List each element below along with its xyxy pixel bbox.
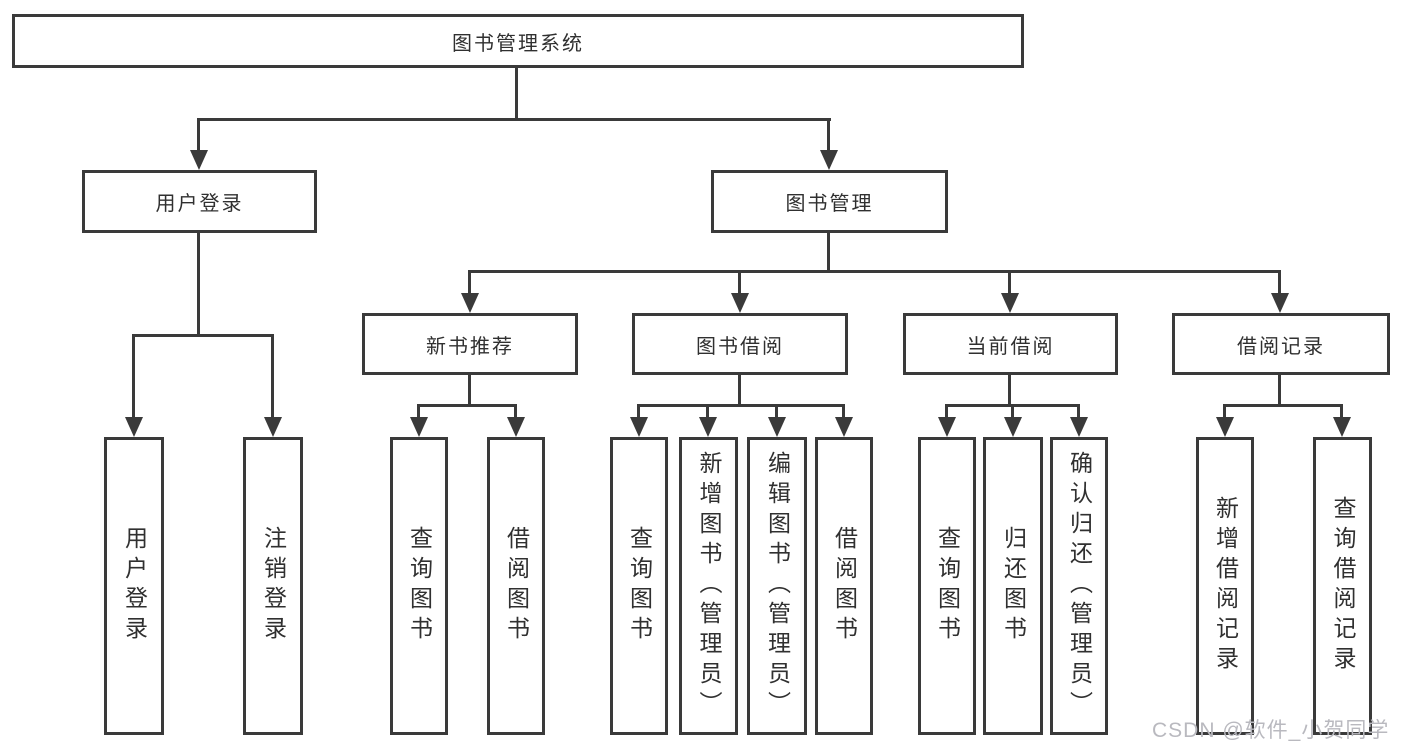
arrow-down-icon — [507, 417, 525, 437]
leaf-add-borrow-record: 新增借阅记录 — [1196, 437, 1254, 735]
node-book-management: 图书管理 — [711, 170, 948, 233]
connector-line — [197, 118, 200, 152]
connector-line — [197, 232, 200, 337]
csdn-watermark: CSDN @软件_小贺同学 — [1152, 719, 1390, 742]
connector-line — [514, 404, 517, 421]
node-user-login: 用户登录 — [82, 170, 317, 233]
leaf-return-books: 归还图书 — [983, 437, 1043, 735]
connector-line — [417, 404, 517, 407]
connector-line — [827, 118, 830, 152]
arrow-down-icon — [461, 293, 479, 313]
arrow-down-icon — [1004, 417, 1022, 437]
connector-line — [197, 118, 831, 121]
leaf-user-login: 用户登录 — [104, 437, 164, 735]
connector-line — [945, 404, 948, 421]
leaf-query-borrow-record: 查询借阅记录 — [1313, 437, 1372, 735]
connector-line — [132, 334, 135, 421]
connector-line — [515, 66, 518, 121]
arrow-down-icon — [835, 417, 853, 437]
leaf-confirm-return-admin: 确认归还（管理员） — [1050, 437, 1108, 735]
leaf-edit-books-admin: 编辑图书（管理员） — [747, 437, 807, 735]
leaf-add-books-admin: 新增图书（管理员） — [679, 437, 738, 735]
connector-line — [706, 404, 709, 421]
node-root-library-system: 图书管理系统 — [12, 14, 1024, 68]
connector-line — [468, 270, 471, 297]
arrow-down-icon — [410, 417, 428, 437]
connector-line — [1008, 270, 1011, 297]
arrow-down-icon — [820, 150, 838, 170]
connector-line — [1011, 404, 1014, 421]
node-current-borrowing: 当前借阅 — [903, 313, 1118, 375]
connector-line — [271, 334, 274, 421]
leaf-query-books: 查询图书 — [918, 437, 976, 735]
connector-line — [842, 404, 845, 421]
arrow-down-icon — [1070, 417, 1088, 437]
arrow-down-icon — [699, 417, 717, 437]
node-new-book-recommend: 新书推荐 — [362, 313, 578, 375]
leaf-borrow-books: 借阅图书 — [815, 437, 873, 735]
arrow-down-icon — [768, 417, 786, 437]
arrow-down-icon — [1271, 293, 1289, 313]
connector-line — [738, 270, 741, 297]
arrow-down-icon — [1001, 293, 1019, 313]
connector-line — [468, 270, 1281, 273]
connector-line — [775, 404, 778, 421]
connector-line — [468, 375, 471, 407]
connector-line — [637, 404, 640, 421]
connector-line — [132, 334, 274, 337]
leaf-query-books: 查询图书 — [390, 437, 448, 735]
connector-line — [1223, 404, 1226, 421]
arrow-down-icon — [125, 417, 143, 437]
connector-line — [1278, 270, 1281, 297]
connector-line — [637, 404, 845, 407]
connector-line — [827, 232, 830, 273]
node-borrowing-records: 借阅记录 — [1172, 313, 1390, 375]
connector-line — [1340, 404, 1343, 421]
arrow-down-icon — [630, 417, 648, 437]
connector-line — [738, 375, 741, 407]
arrow-down-icon — [1216, 417, 1234, 437]
arrow-down-icon — [938, 417, 956, 437]
leaf-query-books: 查询图书 — [610, 437, 668, 735]
connector-line — [1008, 375, 1011, 407]
connector-line — [1223, 404, 1343, 407]
leaf-logout: 注销登录 — [243, 437, 303, 735]
leaf-borrow-books: 借阅图书 — [487, 437, 545, 735]
node-book-borrowing: 图书借阅 — [632, 313, 848, 375]
arrow-down-icon — [1333, 417, 1351, 437]
connector-line — [1278, 375, 1281, 407]
connector-line — [417, 404, 420, 421]
arrow-down-icon — [264, 417, 282, 437]
arrow-down-icon — [731, 293, 749, 313]
connector-line — [1077, 404, 1080, 421]
arrow-down-icon — [190, 150, 208, 170]
